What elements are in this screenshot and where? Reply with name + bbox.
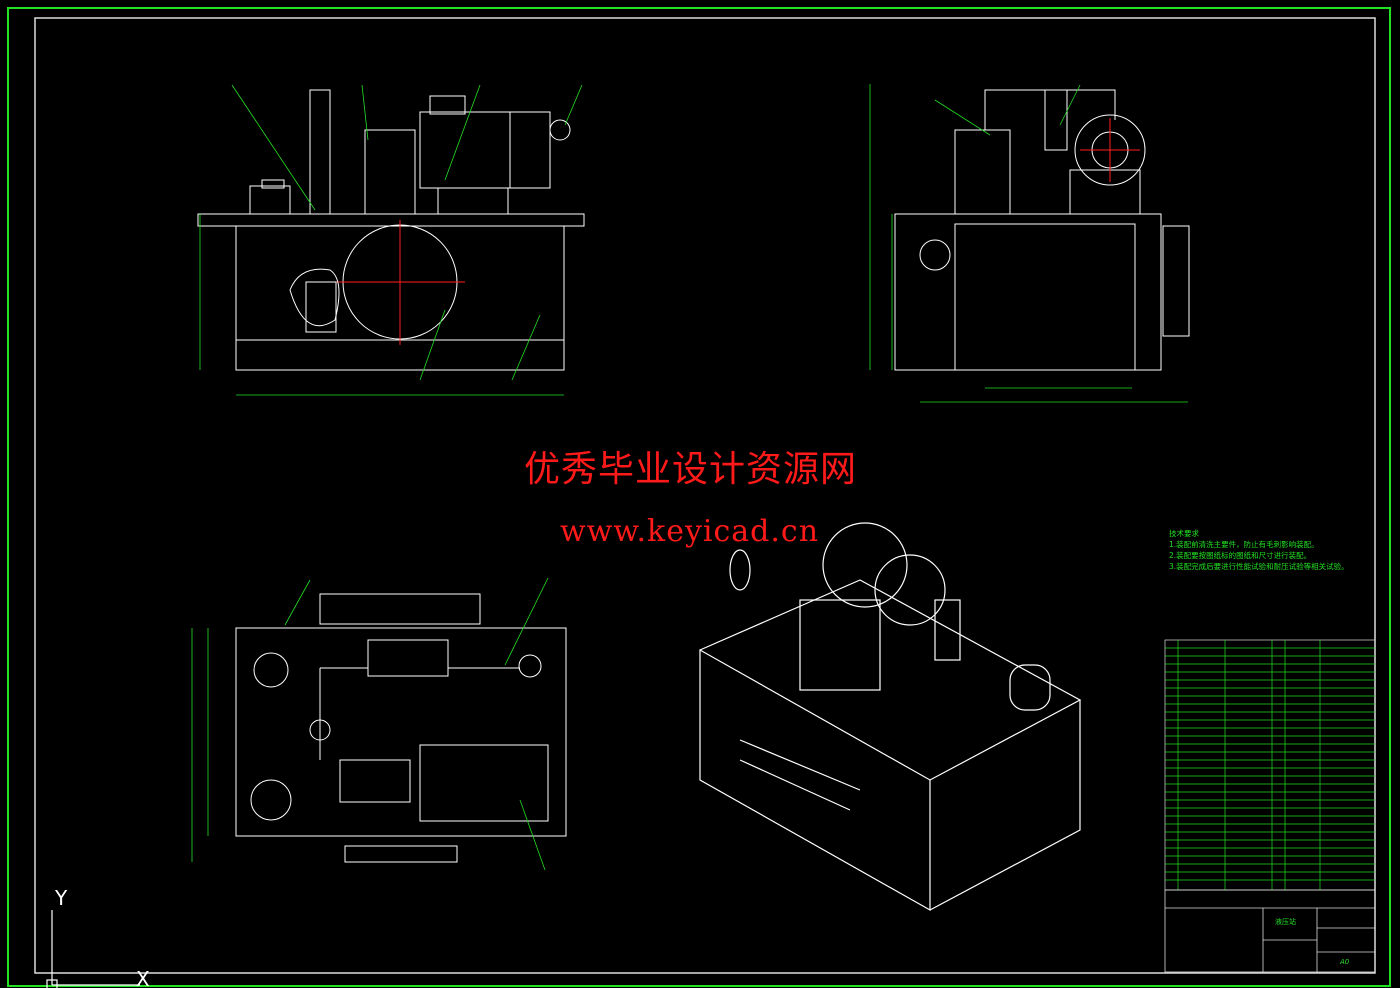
title-block-sheet-size: A0	[1340, 958, 1350, 966]
front-view-dims	[199, 84, 583, 396]
watermark-url[interactable]: www.keyicad.cn	[560, 514, 820, 549]
isometric-view	[698, 522, 1082, 912]
front-view	[197, 89, 585, 371]
tech-requirements: 技术要求 1.装配前清洗主要件，防止有毛刺影响装配。 2.装配要按图纸标的图纸和…	[1169, 528, 1349, 572]
title-block	[1164, 889, 1376, 973]
ucs-y-label: Y	[54, 886, 68, 910]
inner-frame	[34, 17, 1376, 974]
tech-item: 3.装配完成后要进行性能试验和耐压试验等相关试验。	[1169, 562, 1349, 571]
watermark-title: 优秀毕业设计资源网	[524, 449, 858, 490]
tech-heading: 技术要求	[1169, 529, 1199, 538]
ucs-icon	[46, 910, 140, 988]
outer-frame	[7, 7, 1391, 987]
tech-item: 2.装配要按图纸标的图纸和尺寸进行装配。	[1169, 551, 1312, 560]
side-view-dims	[869, 84, 1188, 403]
tech-item: 1.装配前清洗主要件，防止有毛刺影响装配。	[1169, 540, 1319, 549]
top-view	[235, 593, 567, 863]
ucs-x-label: X	[136, 967, 150, 988]
side-view	[894, 89, 1190, 371]
title-block-name: 液压站	[1275, 918, 1296, 926]
top-view-dims	[191, 577, 549, 871]
side-view-centerlines	[1080, 118, 1140, 182]
parts-list-table	[1164, 639, 1376, 891]
